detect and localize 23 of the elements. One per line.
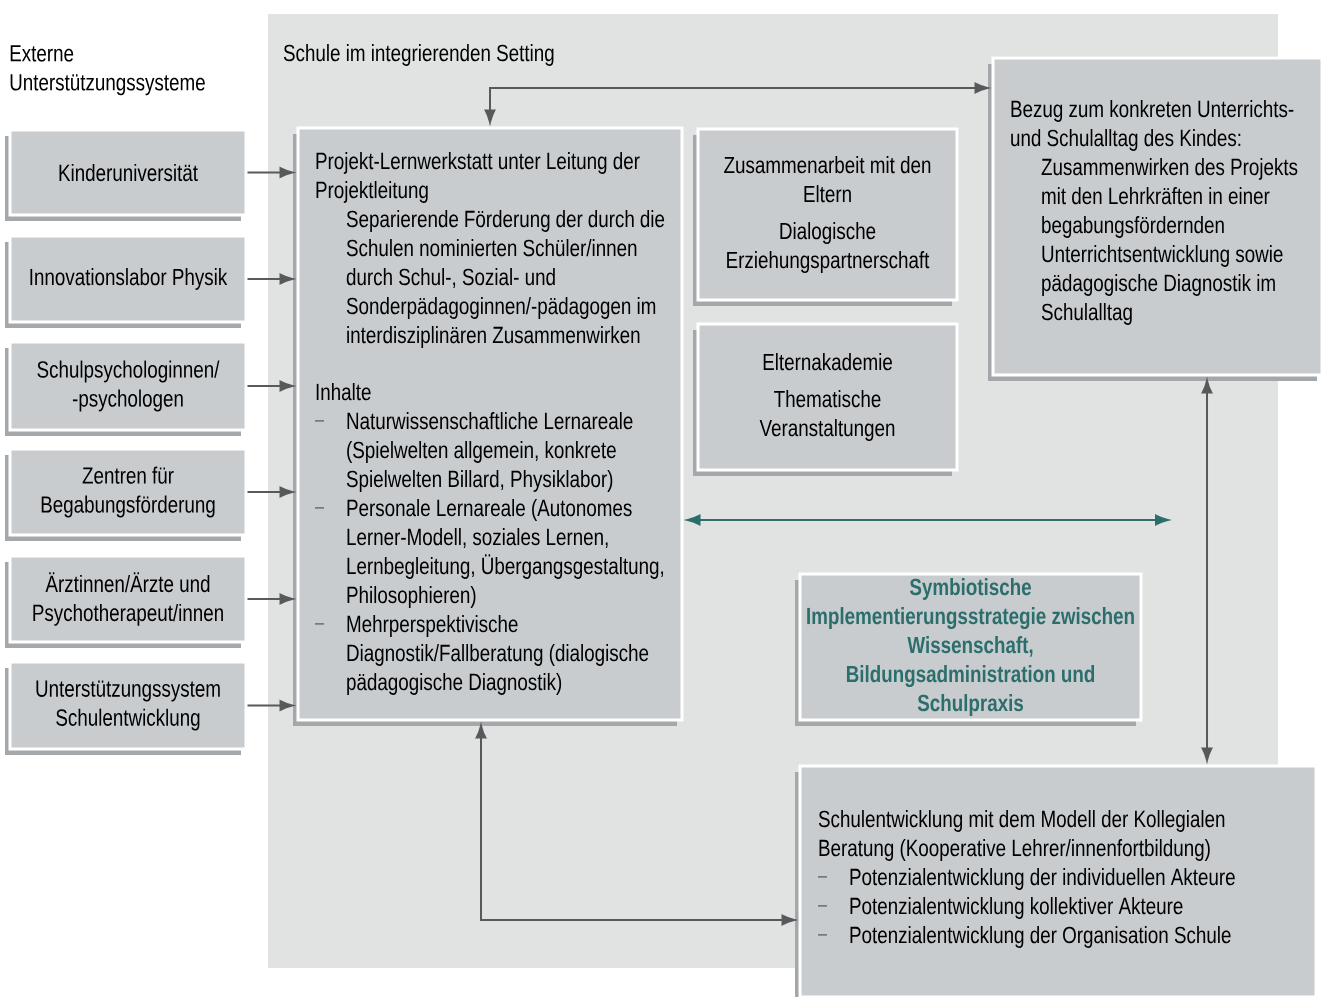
arrow bbox=[246, 167, 294, 178]
text-box: Projekt-Lernwerkstatt unter Leitung der Projektleitung Separierende Förderung der durch die Schulen nominierten Schüler/innen durch Schul-, Sozial- und Sonderpädagoginnen/-pädagogen im interdisziplinären Zusammenwirken Inhalte Naturwissenschaftliche Lernareale (Spielwelten allgemein, konkrete Spielwelten Billard, Physiklabor) Personale Lernareale (Autonomes Lerner-Modell, soziales Lernen, Lernbegleitung, Übergangsgestaltung, Philosophieren) Mehrperspektivische Diagnostik/Fallberatung (dialogische pädagogische Diagnostik) bbox=[293, 126, 684, 726]
text-box: Ärztinnen/Ärzte und Psychotherapeut/innen bbox=[5, 554, 248, 648]
arrow bbox=[484, 82, 989, 124]
text-box: Zusammenarbeit mit den Eltern Dialogische Erziehungspartnerschaft bbox=[693, 127, 959, 306]
text-box: Schulentwicklung mit dem Modell der Kollegialen Beratung (Kooperative Lehrer/innenfortbildung) Potenzialentwicklung der individuellen Akteure Potenzialentwicklung kollektiver Akteure Potenzialentwicklung der Organisation Schule bbox=[795, 764, 1318, 997]
arrow bbox=[475, 724, 796, 926]
text-box: Bezug zum konkreten Unterrichts- und Schulalltag des Kindes: Zusammenwirken des Projekts mit den Lehrkräften in einer begabungsfördernden Unterrichtsentwicklung sowie pädagogische Diagnostik im Schulalltag bbox=[988, 56, 1322, 381]
group-heading: Externe Unterstützungssysteme bbox=[10, 45, 205, 96]
text-box: Zentren für Begabungsförderung bbox=[5, 447, 248, 541]
text-box: Kinderuniversität bbox=[5, 128, 248, 221]
text-box: Elternakademie Thematische Veranstaltungen bbox=[693, 322, 959, 476]
text-box: Schulpsychologinnen/ -psychologen bbox=[5, 340, 248, 436]
arrow bbox=[246, 380, 294, 392]
arrow bbox=[246, 593, 294, 605]
arrow bbox=[1201, 379, 1213, 762]
text-box: Innovationslabor Physik bbox=[5, 234, 248, 328]
text-box: Unterstützungssystem Schulentwicklung bbox=[5, 660, 248, 755]
arrow bbox=[246, 273, 294, 285]
arrow bbox=[246, 486, 294, 498]
arrow bbox=[246, 700, 294, 711]
text-box: Symbiotische Implementierungsstrategie zwischen Wissenschaft, Bildungsadministration und Schulpraxis bbox=[795, 572, 1143, 726]
arrow bbox=[686, 514, 1169, 526]
